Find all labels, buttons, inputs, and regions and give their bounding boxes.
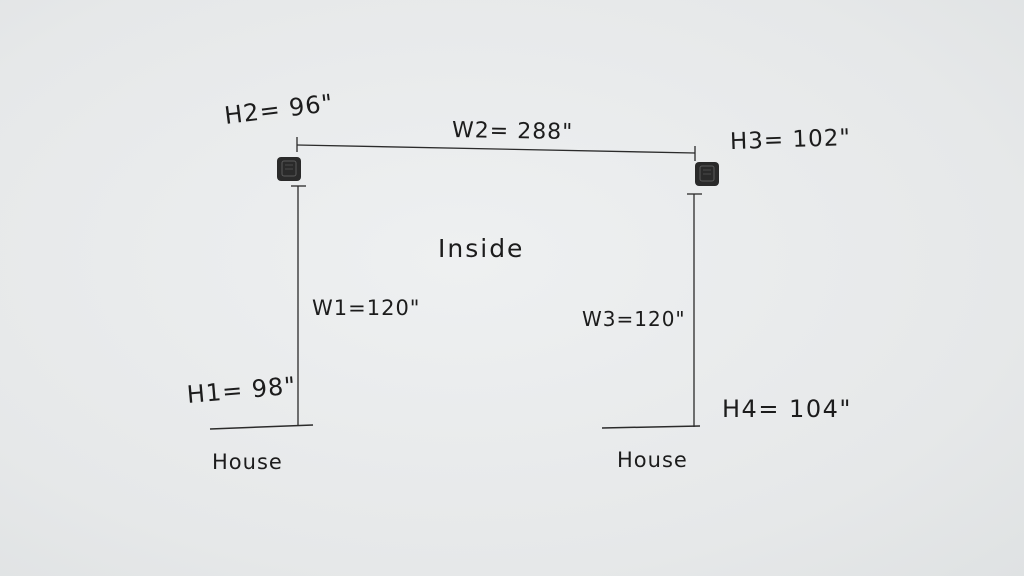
inside-label: Inside <box>438 234 525 263</box>
house-left-label: House <box>212 450 283 474</box>
house-right-label: House <box>617 448 688 472</box>
right-post <box>695 162 719 186</box>
w3-width-label: W3=120" <box>582 307 686 331</box>
w2-dimension-line <box>296 144 696 154</box>
left-post <box>277 157 301 181</box>
house-wall-left <box>209 424 314 430</box>
h4-height-label: H4= 104" <box>722 395 852 423</box>
w1-width-label: W1=120" <box>312 296 421 320</box>
h3-height-label: H3= 102" <box>729 124 852 156</box>
w2-width-label: W2= 288" <box>451 117 574 146</box>
house-wall-right <box>601 425 701 429</box>
